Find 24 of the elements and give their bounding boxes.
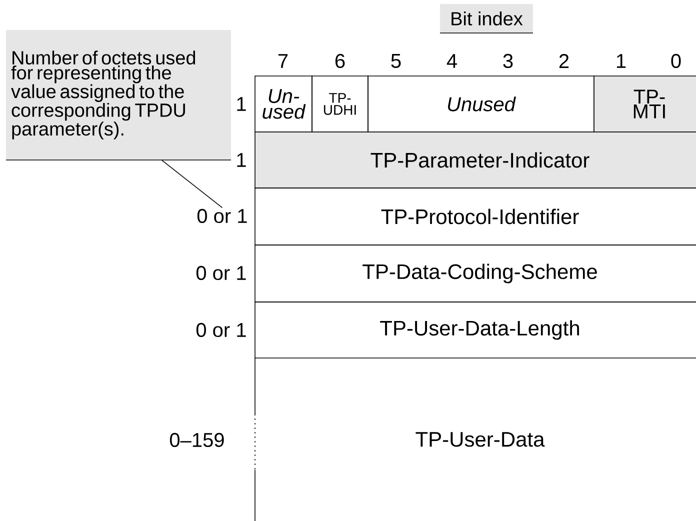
bit-number: 7 [278,54,288,68]
octet-count: 1 [237,97,246,111]
leader-line [161,160,223,208]
axis-title: Bit index [440,4,534,34]
field-cell: TP-User-Data [254,358,545,521]
octet-count: 0 or 1 [196,322,246,338]
callout-box: Number of octets used for representing the value assigned to the corresponding TPDU parameter(s). [6,30,232,160]
field-cell: Un- used [254,76,312,132]
field-cell: TP-User-Data-Length [254,302,696,358]
bit-number: 2 [559,54,569,68]
bit-number: 6 [335,54,345,68]
octet-count: 0 or 1 [196,266,246,280]
field-cell: TP- MTI [594,76,696,132]
octet-count: 1 [237,153,246,167]
field-cell: TP- UDHI [312,76,368,132]
octet-count: 0 or 1 [197,208,247,224]
bit-number: 5 [391,54,401,68]
field-cell: TP-Protocol-Identifier [254,188,696,246]
bit-number: 4 [446,54,457,68]
bit-number: 3 [503,54,513,68]
field-cell: Unused [368,76,594,132]
octet-count: 0–159 [170,432,224,448]
field-cell: TP-Data-Coding-Scheme [254,244,696,302]
bit-number: 1 [616,54,626,68]
